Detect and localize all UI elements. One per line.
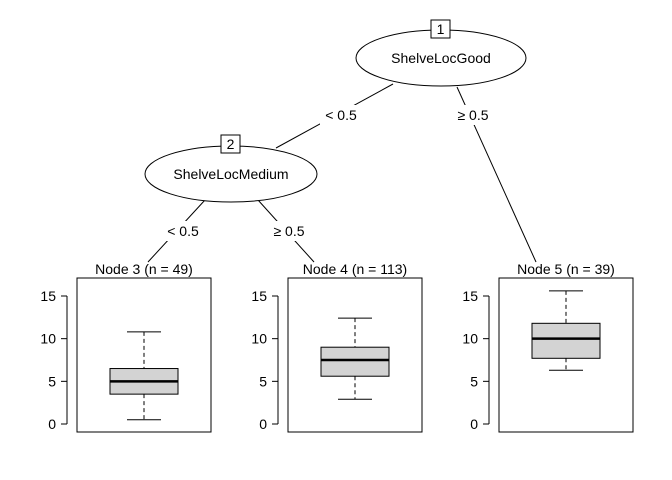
y-tick-label: 5: [48, 373, 56, 389]
node-id-label: 1: [437, 21, 445, 37]
edge-label-n2-left: < 0.5: [167, 223, 199, 239]
inner-node-1: ShelveLocGood 1: [355, 19, 527, 87]
y-tick-label: 15: [40, 288, 56, 304]
terminal-node-title: Node 5 (n = 39): [517, 261, 615, 277]
terminal-node-title: Node 3 (n = 49): [95, 261, 193, 277]
terminal-node-panel: Node 3 (n = 49) 0 5 10 15: [40, 261, 212, 433]
edge-label-n2-right: ≥ 0.5: [273, 223, 304, 239]
y-tick-label: 0: [470, 416, 478, 432]
terminal-node-panel: Node 4 (n = 113) 0 5 10 15: [251, 261, 423, 433]
iqr-box: [531, 322, 601, 359]
y-tick-label: 15: [251, 288, 267, 304]
inner-node-2: ShelveLocMedium 2: [144, 134, 318, 203]
y-tick-label: 15: [462, 288, 478, 304]
node-variable-label: ShelveLocMedium: [173, 166, 288, 182]
y-tick-label: 0: [259, 416, 267, 432]
y-tick-label: 5: [470, 373, 478, 389]
y-tick-label: 0: [48, 416, 56, 432]
iqr-box: [320, 346, 390, 377]
y-tick-label: 10: [251, 331, 267, 347]
y-tick-label: 5: [259, 373, 267, 389]
node-id-label: 2: [227, 136, 235, 152]
terminal-node-panel: Node 5 (n = 39) 0 5 10 15: [462, 261, 634, 433]
node-variable-label: ShelveLocGood: [391, 50, 491, 66]
node-id-box: [220, 134, 241, 154]
y-tick-label: 10: [462, 331, 478, 347]
edge-labels: < 0.5 ≥ 0.5 < 0.5 ≥ 0.5: [162, 105, 494, 241]
edge-label-n1-right: ≥ 0.5: [457, 107, 488, 123]
y-tick-label: 10: [40, 331, 56, 347]
edge-label-n1-left: < 0.5: [325, 107, 357, 123]
node-id-box: [430, 19, 451, 39]
terminal-panels: Node 3 (n = 49) 0 5 10 15 Node 4 (n = 113) 0 5 1…: [40, 261, 634, 433]
terminal-node-title: Node 4 (n = 113): [303, 261, 407, 277]
